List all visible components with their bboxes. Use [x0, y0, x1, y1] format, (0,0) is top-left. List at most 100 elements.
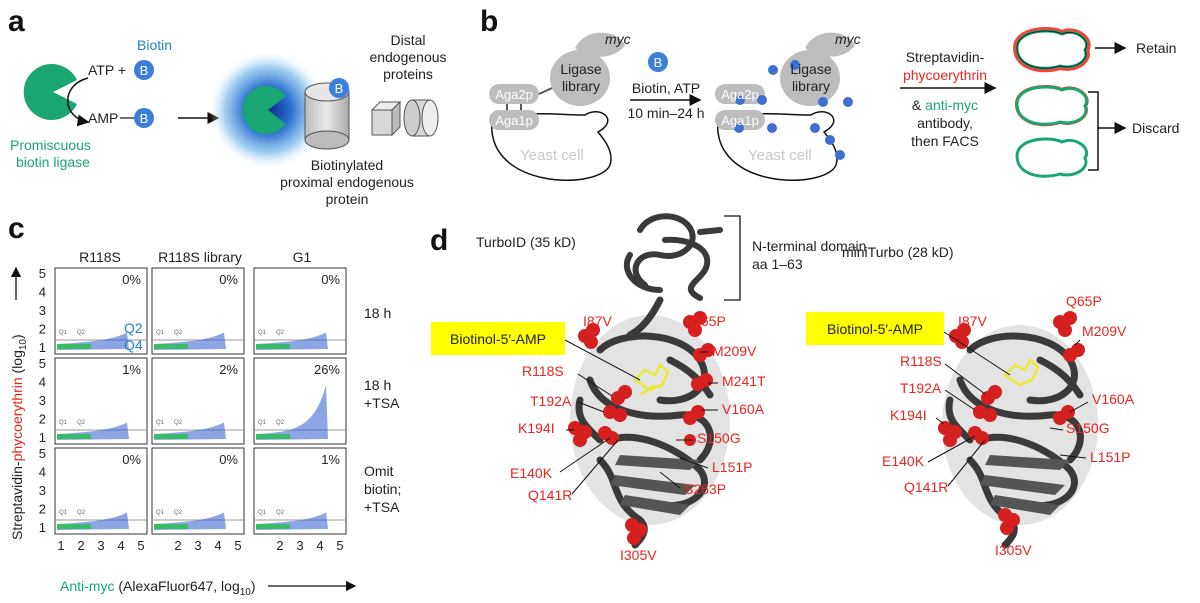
ligase-label-1: Promiscuous	[10, 137, 91, 153]
facs-density-green	[57, 344, 91, 349]
mutation-label: K194I	[518, 420, 555, 436]
c-ytick-label: 1	[39, 520, 46, 535]
aga1p-label-after: Aga1p	[721, 113, 759, 128]
c-ytick-label: 1	[39, 430, 46, 445]
c-ytick-label: 2	[39, 502, 46, 517]
c-ytick-label: 2	[39, 322, 46, 337]
mutation-label: Q65P	[1066, 293, 1102, 309]
mutation-label: R118S	[522, 363, 564, 379]
cell-discard-red-icon	[1014, 84, 1089, 127]
q1-label: Q1	[258, 510, 267, 516]
q2-label: Q2	[124, 320, 143, 336]
b-biotin-badge-icon	[648, 52, 668, 72]
c-ytick-label: 3	[39, 483, 46, 498]
row-label-3a: Omit	[364, 463, 394, 479]
nterm-label-2: aa 1–63	[752, 256, 803, 272]
c-xtick-label: 2	[276, 538, 283, 553]
mutation-label: T192A	[530, 393, 572, 409]
ligase-in-halo-icon	[242, 86, 286, 135]
strep-label-1: Streptavidin-	[906, 49, 985, 65]
yeast-cell-after	[715, 32, 855, 181]
mutation-label: M241T	[722, 373, 766, 389]
q2-small-label: Q2	[174, 330, 183, 336]
turboid-title: TurboID (35 kD)	[476, 234, 576, 250]
mutation-leader-line	[571, 439, 619, 495]
quadrant-percent: 1%	[321, 452, 340, 467]
c-xtick-label: 4	[316, 538, 323, 553]
c-ytick-label: 1	[39, 340, 46, 355]
biotinol-label-miniturbo: Biotinol-5′-AMP	[827, 321, 923, 337]
distal-label-2: endogenous	[369, 49, 446, 65]
amp-label: AMP	[88, 110, 118, 126]
c-ytick-label: 4	[39, 465, 46, 480]
mutation-label: E140K	[510, 465, 553, 481]
q2-small-label: Q2	[174, 420, 183, 426]
mutation-leader-line	[927, 435, 976, 463]
facs-density-green	[256, 434, 290, 439]
yeast-cell-label-2: Yeast cell	[748, 147, 812, 164]
distal-protein-cube-icon	[370, 100, 402, 137]
miniturbo-mutation-labels: I87VQ65PM209VR118ST192AV160AK194IS150GE1…	[882, 293, 1135, 558]
mutation-leader-line	[947, 439, 986, 487]
mutation-label: Q65P	[690, 313, 726, 329]
mutation-label: S150G	[697, 430, 741, 446]
row-label-2b: +TSA	[364, 395, 400, 411]
proximal-label-1: Biotinylated	[311, 157, 383, 173]
q2-small-label: Q2	[77, 420, 86, 426]
protein-biotin-badge-icon	[329, 78, 349, 98]
c-ytick-label: 3	[39, 393, 46, 408]
c-xtick-label: 4	[117, 538, 124, 553]
biotinol-leader-miniturbo	[943, 331, 1011, 376]
row-label-3c: +TSA	[364, 499, 400, 515]
anti-myc-line: & anti-myc	[912, 97, 978, 113]
mutation-leader-line	[935, 417, 945, 425]
nterm-label-1: N-terminal domain	[752, 238, 866, 254]
atp-label: ATP +	[88, 62, 126, 78]
mutation-label: L151P	[1090, 449, 1130, 465]
q2-small-label: Q2	[77, 510, 86, 516]
c-ytick-label: 5	[39, 446, 46, 461]
quadrant-percent: 26%	[314, 362, 340, 377]
c-ylabel: Streptavidin-phycoerythrin (log10)	[9, 334, 29, 540]
q2-small-label: Q2	[276, 420, 285, 426]
mutation-label: M209V	[712, 343, 757, 359]
mutation-label: I305V	[620, 547, 657, 563]
aga1p-label: Aga1p	[495, 113, 533, 128]
row-label-2a: 18 h	[364, 377, 391, 393]
cell-discard-green-icon	[1015, 137, 1089, 178]
strep-label-4: antibody,	[917, 115, 973, 131]
c-ytick-label: 4	[39, 375, 46, 390]
b-biotin-letter: B	[654, 55, 663, 70]
reaction-curved-arrow	[67, 77, 90, 127]
distal-label-1: Distal	[390, 32, 425, 48]
mutation-leader-line	[944, 363, 986, 395]
mutation-leader-line	[559, 437, 611, 473]
yeast-cell-label-1: Yeast cell	[520, 147, 584, 164]
q2-small-label: Q2	[276, 510, 285, 516]
biotinol-leader-turboid	[564, 339, 641, 381]
column-header-r118s-library: R118S library	[158, 249, 242, 265]
panel-d: d TurboID (35 kD) miniTurbo (28 kD) N-te…	[430, 213, 1135, 563]
biotinol-box-turboid	[431, 322, 565, 355]
mutation-leader-line	[1049, 427, 1064, 431]
turboid-structure	[568, 296, 730, 549]
myc-tag-label: myc	[605, 31, 631, 47]
mutation-label: S150G	[1066, 420, 1110, 436]
distal-protein-disk-icon	[403, 99, 439, 137]
c-xtick-label: 1	[57, 538, 64, 553]
mutation-label: S263P	[684, 481, 726, 497]
ligase-library-label-1: Ligase	[560, 61, 601, 77]
c-xtick-label: 3	[194, 538, 201, 553]
mutation-leader-line	[679, 457, 709, 469]
q1-label: Q1	[156, 330, 165, 336]
c-xtick-label: 2	[174, 538, 181, 553]
mutation-leader-line	[1059, 454, 1087, 459]
c-xtick-label: 3	[97, 538, 104, 553]
condition-label-2: 10 min–24 h	[627, 105, 704, 121]
